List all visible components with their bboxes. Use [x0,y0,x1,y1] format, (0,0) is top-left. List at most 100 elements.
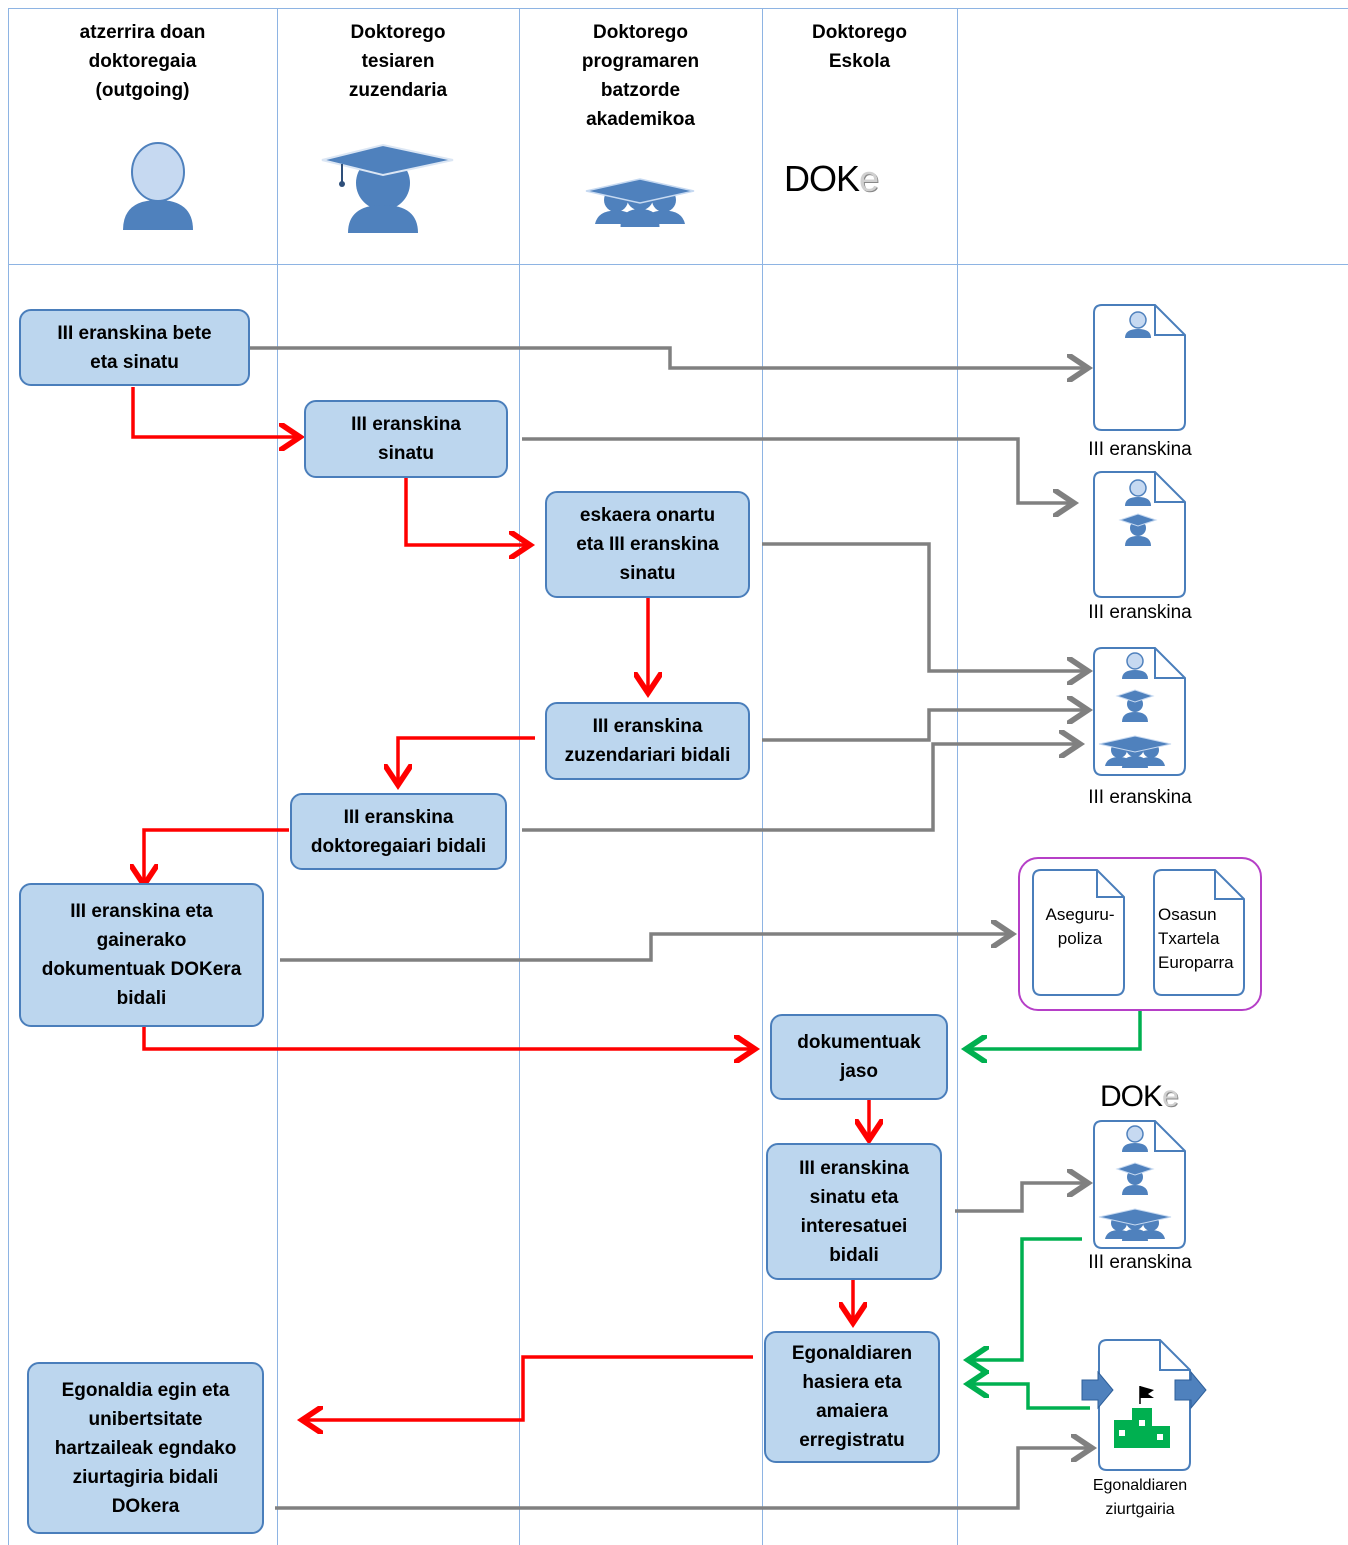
step-text-line: III eranskina [592,716,703,737]
step-text-line: interesatuei [800,1215,908,1237]
certificate-label-line: ziurtgairia [1105,1501,1175,1518]
lane-header-student: atzerrira doan doktoregaia (outgoing) [8,18,277,105]
step-text-line: hasiera eta [802,1372,902,1393]
lane-title-line: Doktorego [812,22,907,43]
document-certificate [1081,1339,1207,1471]
step-text-line: dokumentuak [797,1032,921,1053]
step-register-stay[interactable]: Egonaldiaren hasiera eta amaiera erregis… [764,1331,940,1463]
doc-arrow-s6 [280,934,1012,962]
step-text-line: Egonaldia egin eta [61,1379,230,1401]
process-flow-arrows [133,387,869,1420]
health-card-label-line: Txartela [1158,929,1220,948]
doke-logo-main: DOK [1100,1080,1163,1113]
step-text-line: erregistratu [799,1430,905,1451]
step-text-line: bidali [116,988,167,1009]
annex-label-3: III eranskina [1088,787,1192,808]
header-top-border [8,8,1348,9]
lane-title-line: zuzendaria [348,80,448,101]
doke-logo-small: DOKe [1100,1080,1179,1114]
flow-arrow-s6-s7 [142,1027,755,1049]
lane-divider-3 [762,8,763,1545]
step-text-line: hartzaileak egndako [54,1437,237,1459]
annex-label-1: III eranskina [1088,439,1192,460]
step-text-line: dokumentuak DOKera [41,959,242,980]
step-text-line: Egonaldiaren [791,1343,913,1364]
doc-arrow-s5 [522,744,1080,832]
graduation-cap-person-icon [321,143,454,233]
incoming-arrow-attachments [966,1011,1142,1049]
step-send-documents[interactable]: III eranskina eta gainerako dokumentuak … [19,883,264,1027]
incoming-arrow-certificate [968,1384,1090,1410]
step-director-sign[interactable]: III eranskina sinatu [304,400,508,478]
flow-arrow-s1-s2 [131,387,300,437]
lane-divider-4 [957,8,958,1545]
lane-title-line: Eskola [828,51,891,72]
doc-arrow-s8 [955,1183,1088,1213]
step-text-line: III eranskina [351,414,461,435]
doc-arrow-s3 [762,542,1088,671]
document-annex-student [1093,304,1186,431]
lane-divider-left [8,8,9,1545]
doc-arrow-s2 [522,437,1074,503]
step-text-line: sinatu [619,563,676,584]
health-card-label-line: Europarra [1158,953,1234,972]
step-sign-and-distribute[interactable]: III eranskina sinatu eta interesatuei bi… [766,1143,942,1280]
document-annex-committee [1093,647,1186,776]
committee-group-icon [585,178,695,228]
insurance-label: Aseguru- poliza [1040,903,1120,951]
flow-arrow-s9-s10 [302,1355,753,1420]
flow-arrow-s5-s6 [144,828,289,885]
lane-title-line: akademikoa [586,109,695,130]
lane-title-line: Doktorego [350,22,446,43]
step-receive-documents[interactable]: dokumentuak jaso [770,1014,948,1100]
step-text-line: III eranskina [799,1157,909,1179]
insurance-label-line: Aseguru- [1045,905,1115,924]
step-text-line: sinatu [378,443,434,464]
podium-flag-icon [1114,1386,1170,1448]
lane-divider-2 [519,8,520,1545]
step-text-line: amaiera [816,1401,888,1422]
lane-header-doctoral-school: Doktorego Eskola [762,18,957,76]
step-text-line: III eranskina bete [57,322,212,344]
annex-label-4: III eranskina [1088,1252,1192,1273]
attachments-frame [1018,857,1262,1011]
flow-arrow-s2-s3 [404,478,530,545]
step-complete-stay[interactable]: Egonaldia egin eta unibertsitate hartzai… [27,1362,264,1534]
doke-logo-main: DOK [784,158,860,199]
step-text-line: ziurtagiria bidali [72,1466,219,1488]
step-text-line: unibertsitate [88,1408,203,1430]
lane-title-line: atzerrira doan [79,22,206,43]
step-send-to-director[interactable]: III eranskina zuzendariari bidali [545,702,750,780]
document-health-card [1153,869,1245,996]
step-text-line: jaso [839,1061,879,1082]
step-text-line: eta III eranskina [576,534,719,555]
lane-title-line: tesiaren [361,51,435,72]
incoming-arrow-annex [968,1237,1082,1360]
step-text-line: III eranskina eta [70,901,213,922]
step-text-line: bidali [829,1244,879,1266]
step-text-line: doktoregaiari bidali [310,835,487,857]
lane-divider-1 [277,8,278,1545]
lane-title-line: doktoregaia [88,51,197,72]
step-text-line: zuzendariari bidali [564,745,731,766]
doc-arrow-s10 [275,1448,1092,1510]
lane-title-line: Doktorego [593,22,688,43]
step-text-line: sinatu eta [809,1186,899,1208]
flow-arrow-s4-s5 [398,736,535,785]
step-committee-approve[interactable]: eskaera onartu eta III eranskina sinatu [545,491,750,598]
doke-logo: DOKe [784,158,879,200]
header-bottom-border [8,264,1348,265]
step-text-line: eskaera onartu [579,505,716,526]
step-fill-and-sign[interactable]: III eranskina bete eta sinatu [19,309,250,386]
doke-logo-accent: e [859,158,879,199]
health-card-label: Osasun Txartela Europarra [1158,903,1242,975]
step-text-line: DOkera [111,1495,180,1517]
certificate-label: Egonaldiaren ziurtgairia [1070,1474,1210,1522]
lane-title-line: programaren [581,51,700,72]
certificate-label-line: Egonaldiaren [1092,1477,1188,1494]
student-avatar-icon [123,142,193,230]
step-send-to-student[interactable]: III eranskina doktoregaiari bidali [290,793,507,870]
doc-arrow-s4 [762,710,1088,742]
document-annex-final [1093,1120,1186,1249]
